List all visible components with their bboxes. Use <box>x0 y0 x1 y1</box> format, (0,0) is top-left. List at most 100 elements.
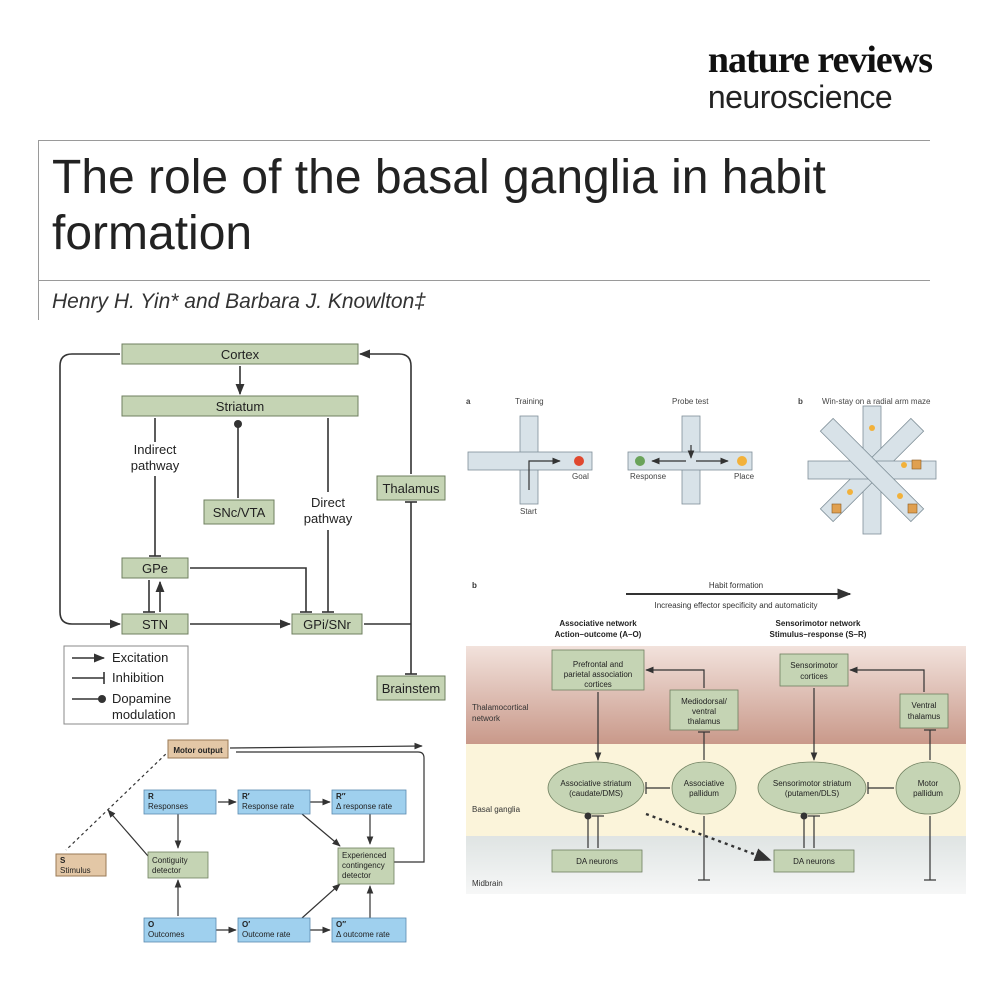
contingency-figure: Motor output R Responses R′ Response rat… <box>55 739 425 943</box>
da-neurons-assoc-box <box>551 849 643 873</box>
da-neurons-assoc-label: DA neurons <box>576 857 618 866</box>
gpi-snr-box <box>291 613 363 635</box>
stn-label: STN <box>142 617 168 632</box>
prefrontal-line-1: Prefrontal and <box>573 660 623 669</box>
training-maze <box>467 415 593 505</box>
thalamus-box <box>376 475 446 501</box>
maze-figure: a Training Probe test b Win-stay on a ra… <box>466 397 937 535</box>
top-divider <box>38 140 930 141</box>
probe-test-label: Probe test <box>672 397 709 406</box>
r-letter: R <box>148 792 154 801</box>
s-letter: S <box>60 856 66 865</box>
sensori-cortex-line-1: Sensorimotor <box>790 661 838 670</box>
r-label: Responses <box>148 802 188 811</box>
da-neurons-sensori-box <box>773 849 855 873</box>
delta-response-box <box>331 789 407 815</box>
title-divider <box>38 280 930 281</box>
legend-excitation: Excitation <box>112 650 168 665</box>
basal-ganglia-label: Basal ganglia <box>472 805 521 814</box>
brainstem-box <box>376 675 446 701</box>
ventral-line-1: Ventral <box>912 701 937 710</box>
cortex-stn-arrow <box>59 353 122 629</box>
contingency-line-3: detector <box>342 871 371 880</box>
legend-modulation: modulation <box>112 707 176 722</box>
stn-box <box>121 613 189 635</box>
direct-label-2: pathway <box>304 511 353 526</box>
assoc-striatum-line-1: Associative striatum <box>560 779 631 788</box>
sensori-striatum-line-1: Sensorimotor striatum <box>773 779 852 788</box>
left-divider <box>38 140 39 320</box>
r2-letter: R″ <box>336 792 346 801</box>
mediodorsal-line-2: ventral <box>692 707 716 716</box>
o2-label: Δ outcome rate <box>336 930 390 939</box>
training-label: Training <box>515 397 544 406</box>
gpe-label: GPe <box>142 561 168 576</box>
assoc-pallidum-line-2: pallidum <box>689 789 719 798</box>
cortex-label: Cortex <box>221 347 260 362</box>
s-label: Stimulus <box>60 866 91 875</box>
motor-pallidum-line-2: pallidum <box>913 789 943 798</box>
legend-dopamine: Dopamine <box>112 691 171 706</box>
ventral-thalamus-box <box>899 693 949 729</box>
journal-logo: nature reviews neuroscience <box>707 40 933 115</box>
brainstem-label: Brainstem <box>382 681 441 696</box>
delta-outcome-box <box>331 917 407 943</box>
assoc-network-label-1: Associative network <box>559 619 637 628</box>
panel-b-label: b <box>798 397 803 406</box>
motor-pallidum <box>895 761 961 815</box>
thalamocortical-label-1: Thalamocortical <box>472 703 529 712</box>
prefrontal-line-3: cortices <box>584 680 612 689</box>
assoc-striatum <box>547 761 645 815</box>
contingency-line-1: Experienced <box>342 851 386 860</box>
contingency-detector-box <box>337 847 395 885</box>
responses-box <box>143 789 217 815</box>
o2-letter: O″ <box>336 920 346 929</box>
sensori-network-label-1: Sensorimotor network <box>776 619 861 628</box>
start-label: Start <box>520 507 538 516</box>
place-marker <box>737 456 747 466</box>
gpe-box <box>121 557 189 579</box>
goal-marker <box>574 456 584 466</box>
legend-inhibition: Inhibition <box>112 670 164 685</box>
prefrontal-line-2: parietal association <box>564 670 632 679</box>
dopamine-dot <box>234 420 242 428</box>
thalamocortical-label-2: network <box>472 714 501 723</box>
striatum-label: Striatum <box>216 399 264 414</box>
sensori-striatum <box>757 761 867 815</box>
midbrain-label: Midbrain <box>472 879 503 888</box>
snc-vta-label: SNc/VTA <box>213 505 266 520</box>
article-authors: Henry H. Yin* and Barbara J. Knowlton‡ <box>52 290 426 313</box>
response-rate-box <box>237 789 311 815</box>
mediodorsal-line-3: thalamus <box>688 717 720 726</box>
ventral-line-2: thalamus <box>908 712 940 721</box>
motor-output-label: Motor output <box>173 746 223 755</box>
da-neurons-sensori-label: DA neurons <box>793 857 835 866</box>
o1-label: Outcome rate <box>242 930 291 939</box>
habit-formation-label: Habit formation <box>709 581 763 590</box>
winstay-label: Win-stay on a radial arm maze <box>822 397 931 406</box>
basal-ganglia-circuit-figure: Cortex Striatum SNc/VTA Thalamus GPe STN… <box>59 343 446 725</box>
journal-name-line2: neuroscience <box>707 79 893 115</box>
assoc-pallidum <box>671 761 737 815</box>
response-marker <box>635 456 645 466</box>
indirect-label-1: Indirect <box>134 442 177 457</box>
stimulus-box <box>55 853 107 877</box>
gpe-gpi-line <box>190 567 307 612</box>
assoc-pallidum-line-1: Associative <box>684 779 725 788</box>
prefrontal-box <box>551 649 645 691</box>
motor-output-box <box>167 739 229 759</box>
o-label: Outcomes <box>148 930 184 939</box>
snc-vta-box <box>203 499 275 525</box>
striatum-box <box>121 395 359 417</box>
cortex-box <box>121 343 359 365</box>
contiguity-detector-box <box>147 851 209 879</box>
article-title: The role of the basal ganglia in habit f… <box>52 151 826 260</box>
contiguity-line-1: Contiguity <box>152 856 188 865</box>
panel-label: b <box>472 581 477 590</box>
legend: Excitation Inhibition Dopamine modulatio… <box>63 645 189 725</box>
place-label: Place <box>734 472 755 481</box>
panel-a-label: a <box>466 397 471 406</box>
o1-letter: O′ <box>242 920 250 929</box>
assoc-network-label-2: Action–outcome (A–O) <box>555 630 642 639</box>
gpi-snr-label: GPi/SNr <box>303 617 351 632</box>
